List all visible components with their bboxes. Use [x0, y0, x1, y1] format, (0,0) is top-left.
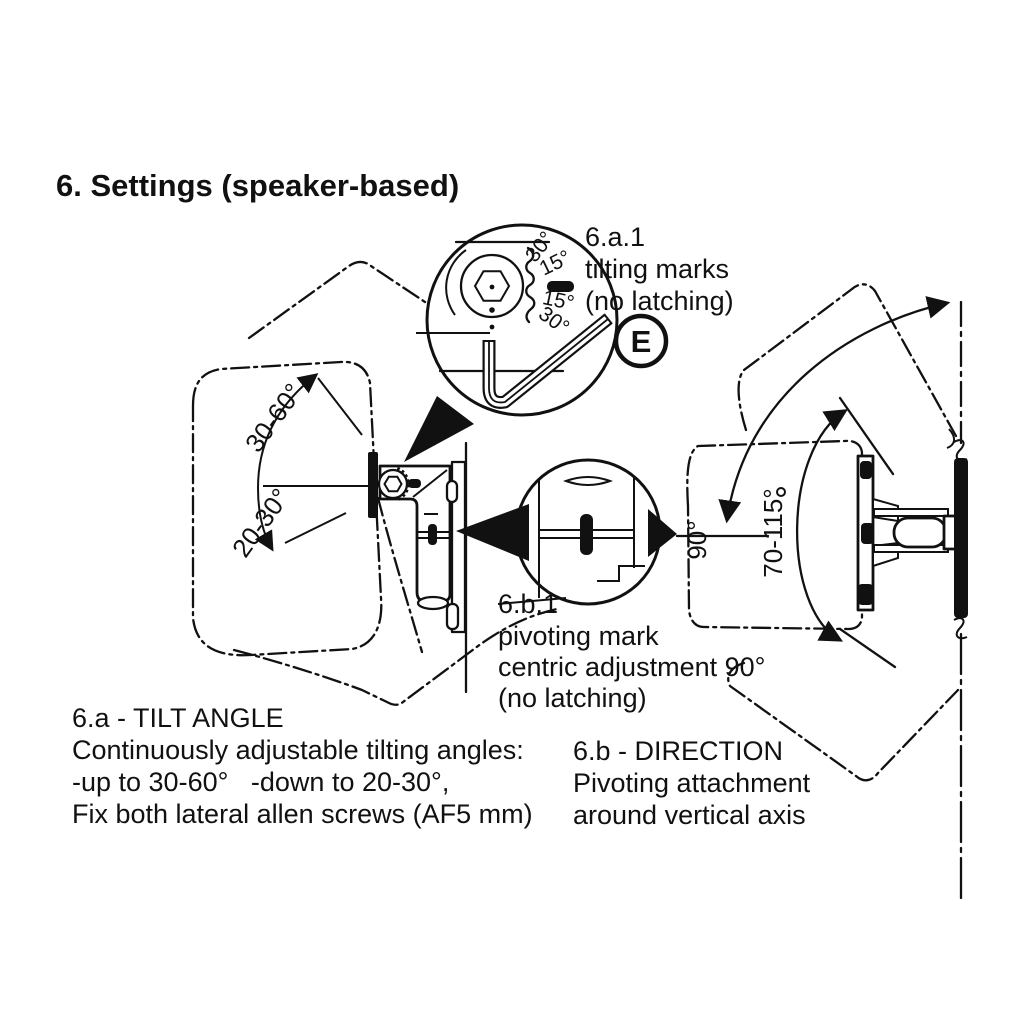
step-badge-letter: E: [631, 324, 652, 359]
wall-bracket-top-view: [856, 454, 959, 612]
wall-plate-screw-bottom: [445, 602, 460, 631]
detail-circle-tilting-marks: 30° 15° 15° 30°: [404, 223, 619, 462]
section-a-heading: 6.a - TILT ANGLE: [72, 703, 284, 733]
index-dot-2: [489, 324, 495, 330]
callout-a-labels: 6.a.1 tilting marks (no latching) E: [585, 222, 734, 369]
center-dot: [489, 284, 495, 290]
callout-b-labels: 6.b.1 pivoting mark centric adjustment 9…: [498, 589, 765, 713]
tilt-down-range-label: 20-30°: [226, 483, 295, 563]
section-a-line1: Continuously adjustable tilting angles:: [72, 735, 524, 765]
tilt-dim-upper-radial: [317, 377, 363, 436]
bracket-body: [378, 464, 452, 603]
rotation-angle-label: 90°: [682, 520, 712, 559]
wall-plate-right: [954, 458, 968, 618]
detail-circle-pivoting-mark: [456, 458, 677, 606]
section-tilt-angle-text: 6.a - TILT ANGLE Continuously adjustable…: [72, 703, 533, 829]
tilt-dim-lower-radial: [284, 512, 347, 544]
plate-cap-bottom: [857, 584, 874, 605]
zero-position-mark: [547, 281, 574, 292]
section-direction-text: 6.b - DIRECTION Pivoting attachment arou…: [573, 736, 811, 830]
wall-right: [953, 300, 968, 904]
screw-flange-arc: [445, 249, 467, 316]
section-b-heading: 6.b - DIRECTION: [573, 736, 783, 766]
page-title: 6. Settings (speaker-based): [56, 168, 459, 203]
callout-b-line1: pivoting mark: [498, 621, 659, 651]
callout-wedge-a: [404, 396, 474, 462]
ghost-speaker-tilted-up: [247, 260, 430, 340]
arm-bar-top: [873, 508, 949, 517]
range-plane-slash-bottom: [838, 627, 897, 669]
rotation-arc-90: [718, 296, 951, 524]
tilt-mark-side: [408, 479, 421, 488]
tilt-dim-arc: [254, 373, 319, 552]
ghost-speaker-tilted-down: [232, 607, 559, 706]
section-b-line1: Pivoting attachment: [573, 768, 811, 798]
pivot-bolt: [861, 523, 874, 544]
allen-screw-hex-socket: [383, 475, 403, 493]
callout-a-line1: tilting marks: [585, 254, 729, 284]
callout-a-line2: (no latching): [585, 286, 734, 316]
callout-b-line2: centric adjustment 90°: [498, 652, 765, 682]
speaker-backplate: [368, 452, 378, 518]
callout-b-line3: (no latching): [498, 683, 647, 713]
ratchet-teeth: [525, 246, 536, 324]
ghost-speaker-rotated-bottom: [727, 661, 960, 782]
callout-wedge-b-left: [456, 504, 529, 561]
ghost-speaker-tilted-down-edge: [376, 496, 424, 654]
tilt-up-range-label: 30-60°: [239, 378, 308, 458]
plate-cap-top: [860, 461, 872, 479]
step-badge-circle: [613, 313, 669, 369]
section-a-line2: -up to 30-60° -down to 20-30°,: [72, 767, 449, 797]
pivot-mark-side: [428, 524, 437, 545]
callout-b-leader: [497, 597, 567, 605]
section-a-line3: Fix both lateral allen screws (AF5 mm): [72, 799, 533, 829]
speaker-outline-side: [191, 360, 383, 657]
allen-key: [482, 313, 613, 409]
bracket-hatch-line: [412, 469, 448, 498]
plate-slot: [563, 476, 613, 486]
pivot-range-label: 70-115°: [758, 488, 788, 577]
wall-plate-screw-top: [445, 479, 459, 504]
index-dot-1: [489, 307, 495, 313]
range-arc-70-115: [795, 409, 848, 642]
pivot-cylinder: [892, 516, 948, 549]
bracket-foot: [416, 595, 450, 611]
pivoting-mark: [580, 514, 593, 555]
section-b-line2: around vertical axis: [573, 800, 806, 830]
wall-bracket-side-view: [368, 441, 468, 694]
callout-wedge-b-right: [648, 509, 677, 557]
plate-step-edge: [597, 565, 645, 582]
callout-b-id: 6.b.1: [498, 589, 558, 619]
callout-a-id: 6.a.1: [585, 222, 645, 252]
